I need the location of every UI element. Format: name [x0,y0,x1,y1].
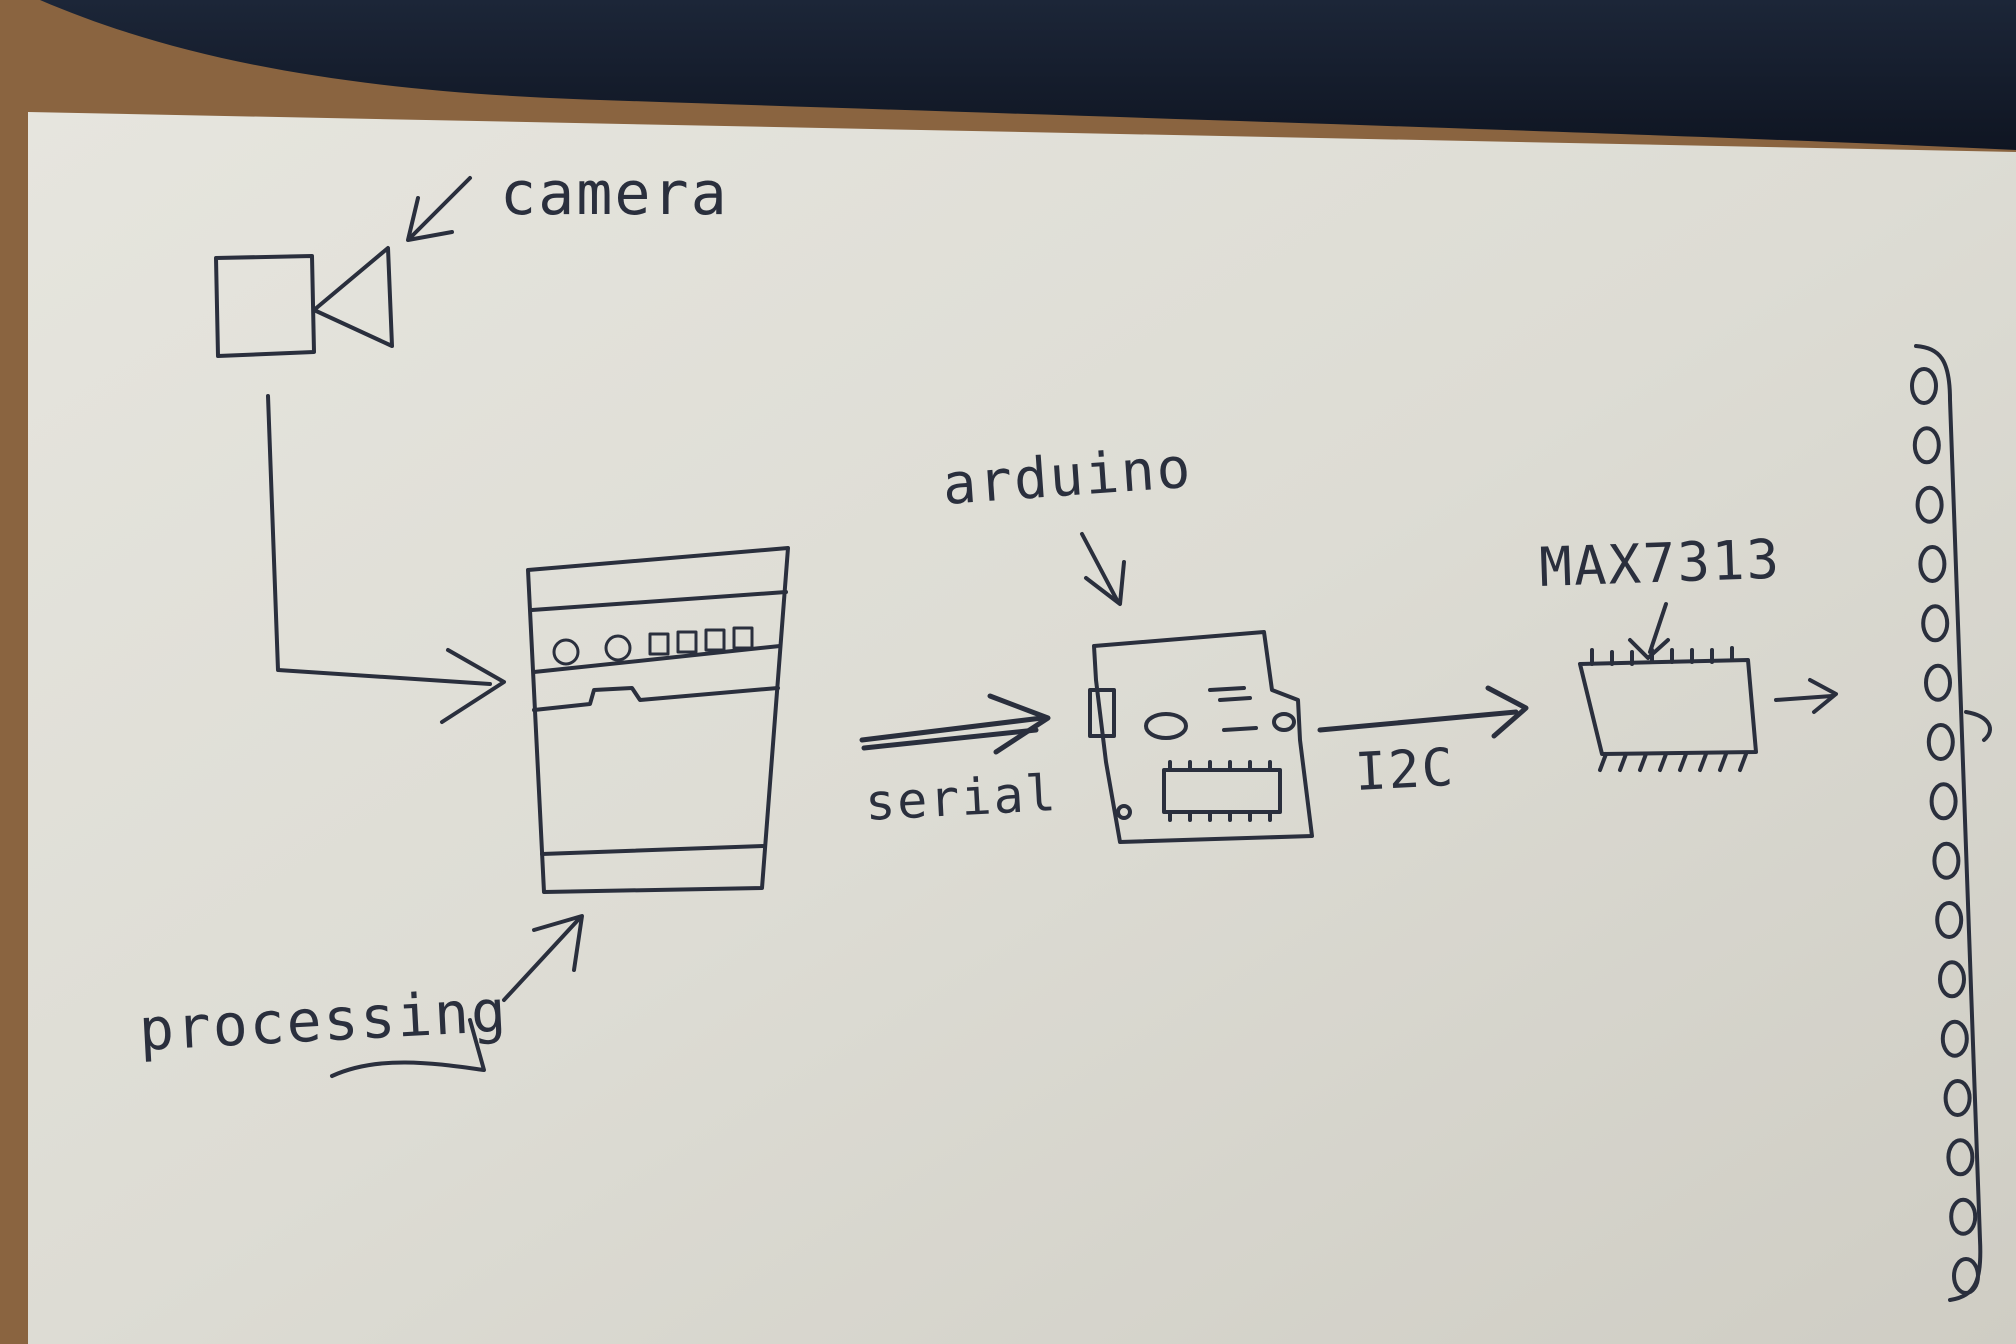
processing-pointer-arrow [502,914,584,1002]
camera-label: camera [500,159,729,229]
camera-to-processing-arrowhead [440,648,506,724]
chip-to-leds-arrow [1774,678,1838,714]
arduino-board-sketch [1088,630,1314,844]
i2c-label: I2C [1354,738,1457,803]
led-11 [1938,960,1966,999]
led-7 [1926,723,1955,761]
camera-icon [214,246,394,358]
led-3 [1915,485,1944,524]
led-bracket [1914,344,1983,1302]
processing-underline [330,1018,486,1078]
led-15 [1949,1197,1978,1236]
chip-pointer-arrow [1628,602,1670,660]
chip-label: MAX7313 [1538,528,1782,599]
arduino-pointer-arrow [1080,532,1126,606]
i2c-arrow [1317,685,1529,739]
led-bracket-notch [1964,710,1992,742]
led-6 [1924,663,1952,702]
serial-label: serial [864,764,1059,832]
serial-arrow [859,693,1051,755]
camera-to-processing-arrow [266,394,492,686]
max7313-chip-sketch [1578,646,1758,772]
led-13 [1943,1079,1972,1117]
led-4 [1918,545,1947,583]
led-9 [1932,841,1961,880]
led-12 [1940,1019,1969,1058]
processing-toolbar-buttons [552,626,754,666]
led-8 [1929,782,1958,821]
led-1 [1910,367,1938,405]
camera-pointer-arrow [406,176,472,242]
led-2 [1912,426,1941,465]
paper-sheet [28,112,2016,1344]
led-10 [1935,901,1964,939]
led-column [1910,367,1980,1295]
led-5 [1921,604,1950,643]
dark-desk [40,0,2016,150]
processing-window-sketch [526,546,790,894]
led-14 [1946,1138,1975,1177]
